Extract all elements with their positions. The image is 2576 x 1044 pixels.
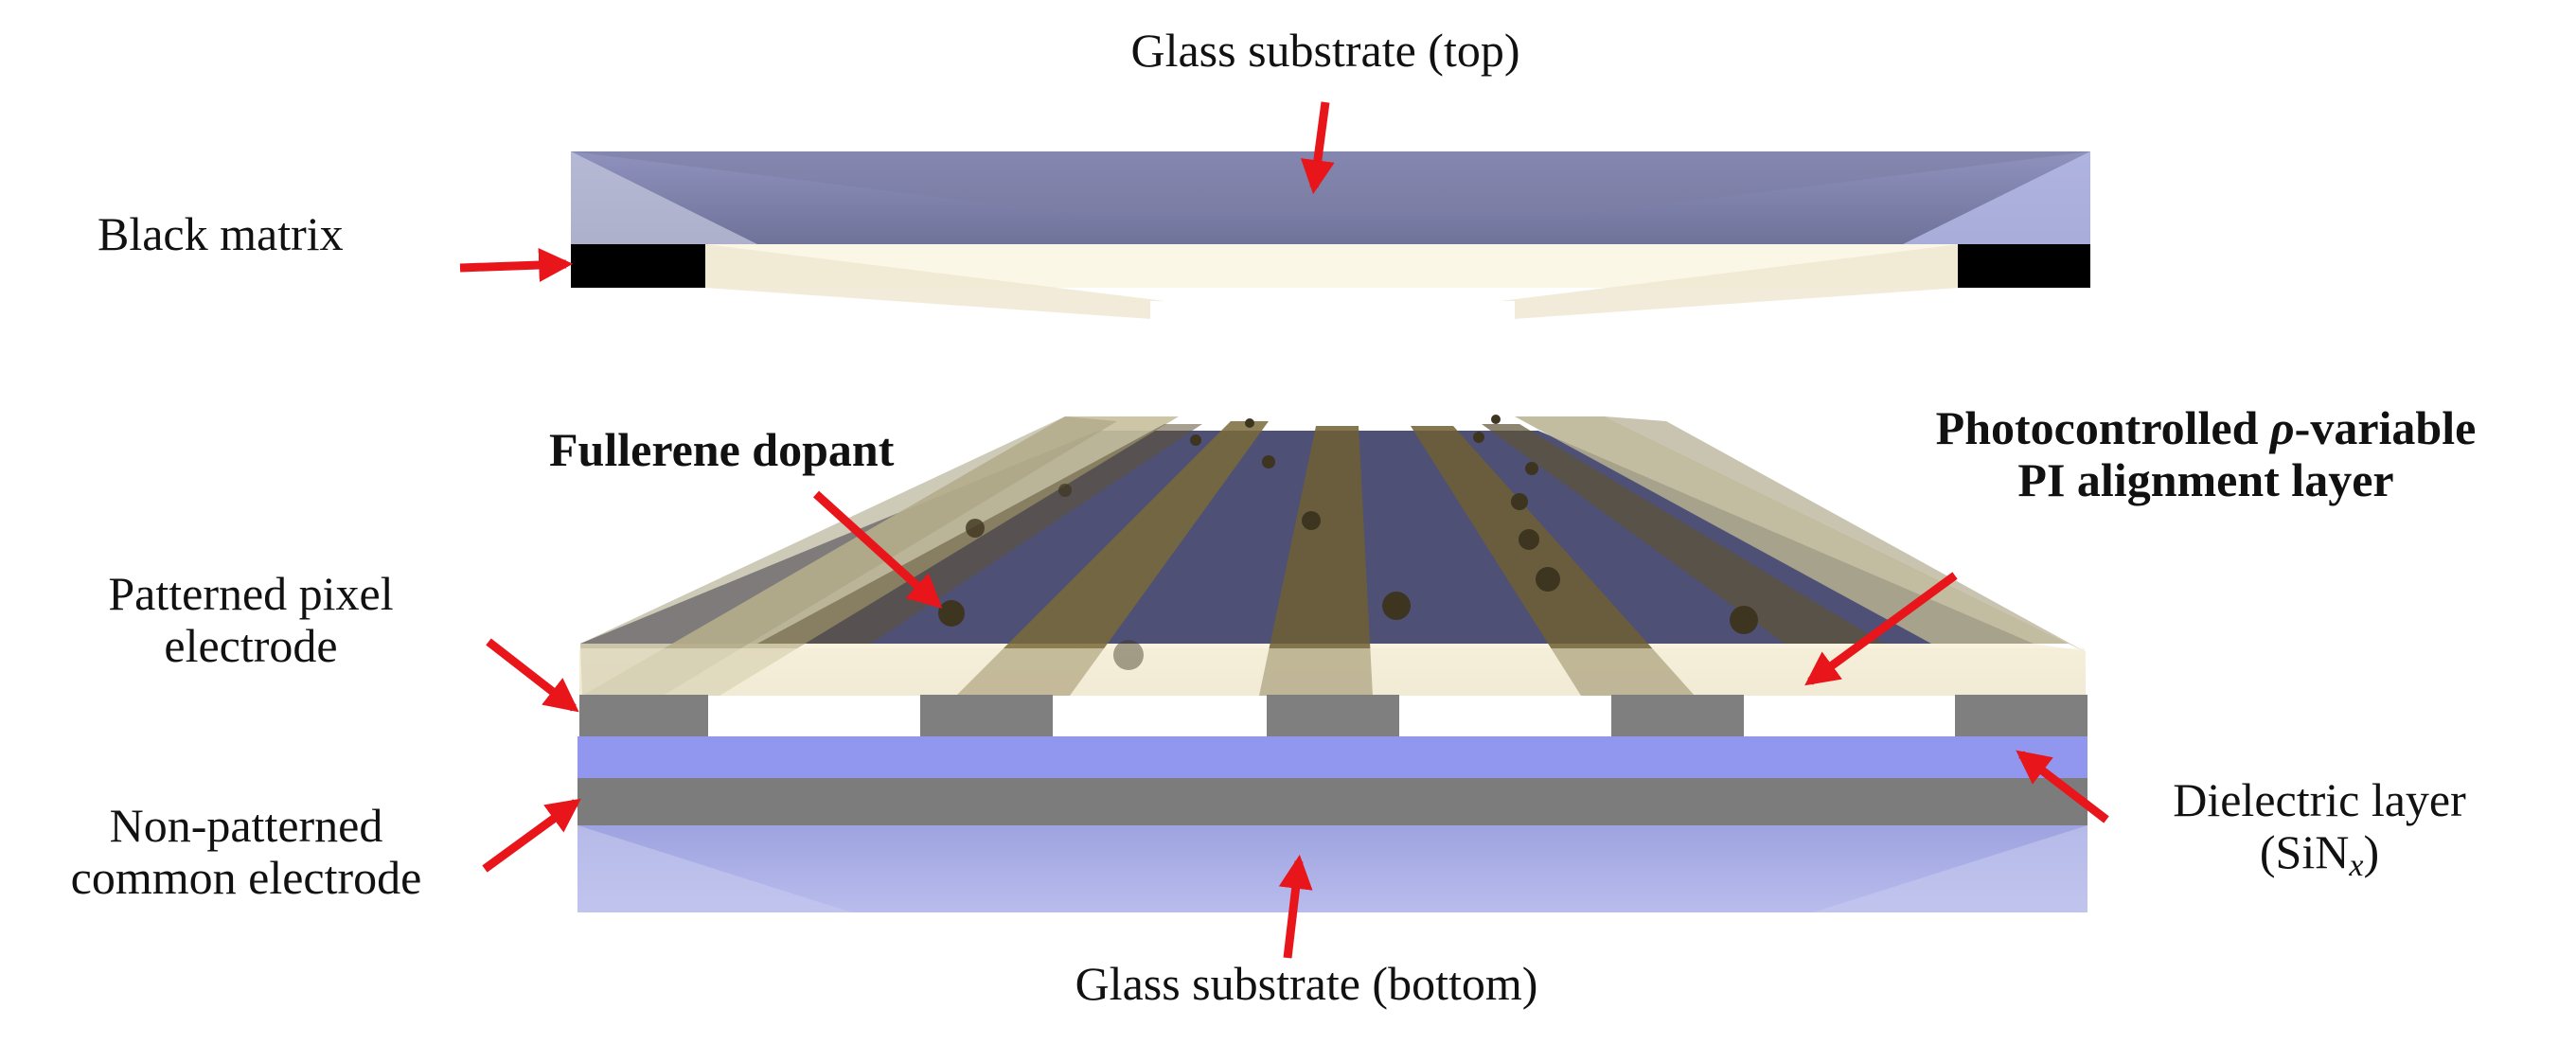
label-glass-substrate-top: Glass substrate (top) — [1130, 24, 1520, 77]
arrow-common-electrode — [482, 798, 581, 873]
label-photocontrolled-line2: PI alignment layer — [2017, 453, 2394, 506]
arrow-glass-bottom — [1278, 854, 1313, 959]
fullerene-dopant-particles — [938, 415, 1758, 670]
arrow-pixel-electrode — [486, 638, 579, 713]
label-dielectric-layer: Dielectric layer(SiNx) — [2173, 773, 2466, 884]
pointer-arrows — [459, 101, 2109, 959]
top-alignment-layer — [705, 244, 1960, 322]
arrow-fullerene — [812, 490, 943, 609]
patterned-pixel-electrodes — [579, 695, 2087, 736]
arrow-glass-top — [1300, 101, 1335, 195]
arrow-black-matrix — [459, 248, 574, 283]
pi-alignment-layer — [579, 416, 2087, 696]
arrow-pi-layer — [1804, 572, 1958, 686]
label-fullerene-dopant: Fullerene dopant — [549, 423, 895, 476]
black-matrix-left — [571, 244, 705, 288]
glass-substrate-bottom — [577, 825, 2087, 912]
glass-substrate-top — [571, 151, 2090, 244]
label-photocontrolled-line1: Photocontrolled ρ-variable — [1935, 401, 2477, 454]
common-electrode — [577, 778, 2087, 825]
label-black-matrix: Black matrix — [98, 207, 344, 260]
label-photocontrolled-pi-layer: Photocontrolled ρ-variable PI alignment … — [1846, 402, 2566, 506]
dielectric-layer — [577, 736, 2087, 778]
label-glass-substrate-bottom: Glass substrate (bottom) — [1075, 957, 1538, 1010]
black-matrix-right — [1958, 244, 2090, 288]
arrow-dielectric — [2016, 750, 2109, 823]
